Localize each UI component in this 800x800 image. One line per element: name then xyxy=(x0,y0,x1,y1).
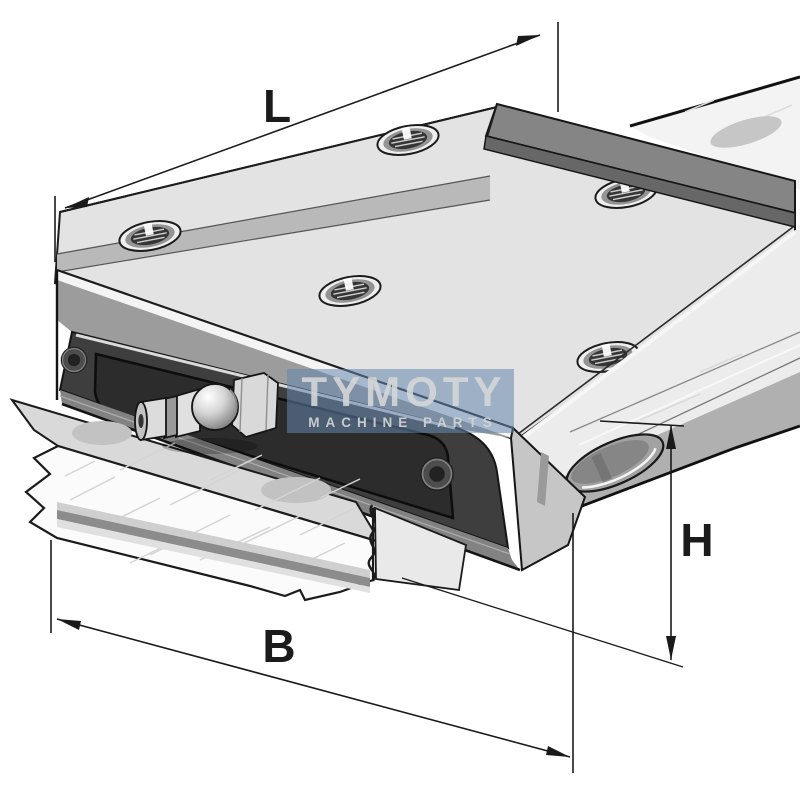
grease-nipple xyxy=(134,372,279,454)
watermark-brand: TYMOTY xyxy=(302,368,507,415)
rail-counterbore-hole-left xyxy=(72,421,132,445)
rail-left-segment xyxy=(9,398,467,602)
end-cap-screw xyxy=(59,345,89,375)
carriage-far-end-cap xyxy=(483,102,796,228)
rail-counterbore-hole-near xyxy=(565,433,665,493)
watermark-overlay xyxy=(287,369,514,433)
watermark: TYMOTY MACHINE PARTS xyxy=(287,368,514,433)
dimension-L: L xyxy=(54,22,559,262)
watermark-tagline: MACHINE PARTS xyxy=(308,415,498,430)
dimension-label-height: H xyxy=(680,514,713,566)
dimension-B: B xyxy=(50,513,574,773)
carriage-top-plate xyxy=(53,105,796,442)
rail-counterbore-hole-far xyxy=(710,116,782,148)
end-cap-screw xyxy=(419,456,455,492)
carriage-side-face xyxy=(509,426,587,572)
rail-far-segment xyxy=(629,75,800,190)
dimension-H: H xyxy=(401,420,714,668)
dimension-label-width: B xyxy=(262,620,295,672)
dimension-label-length: L xyxy=(263,80,291,132)
